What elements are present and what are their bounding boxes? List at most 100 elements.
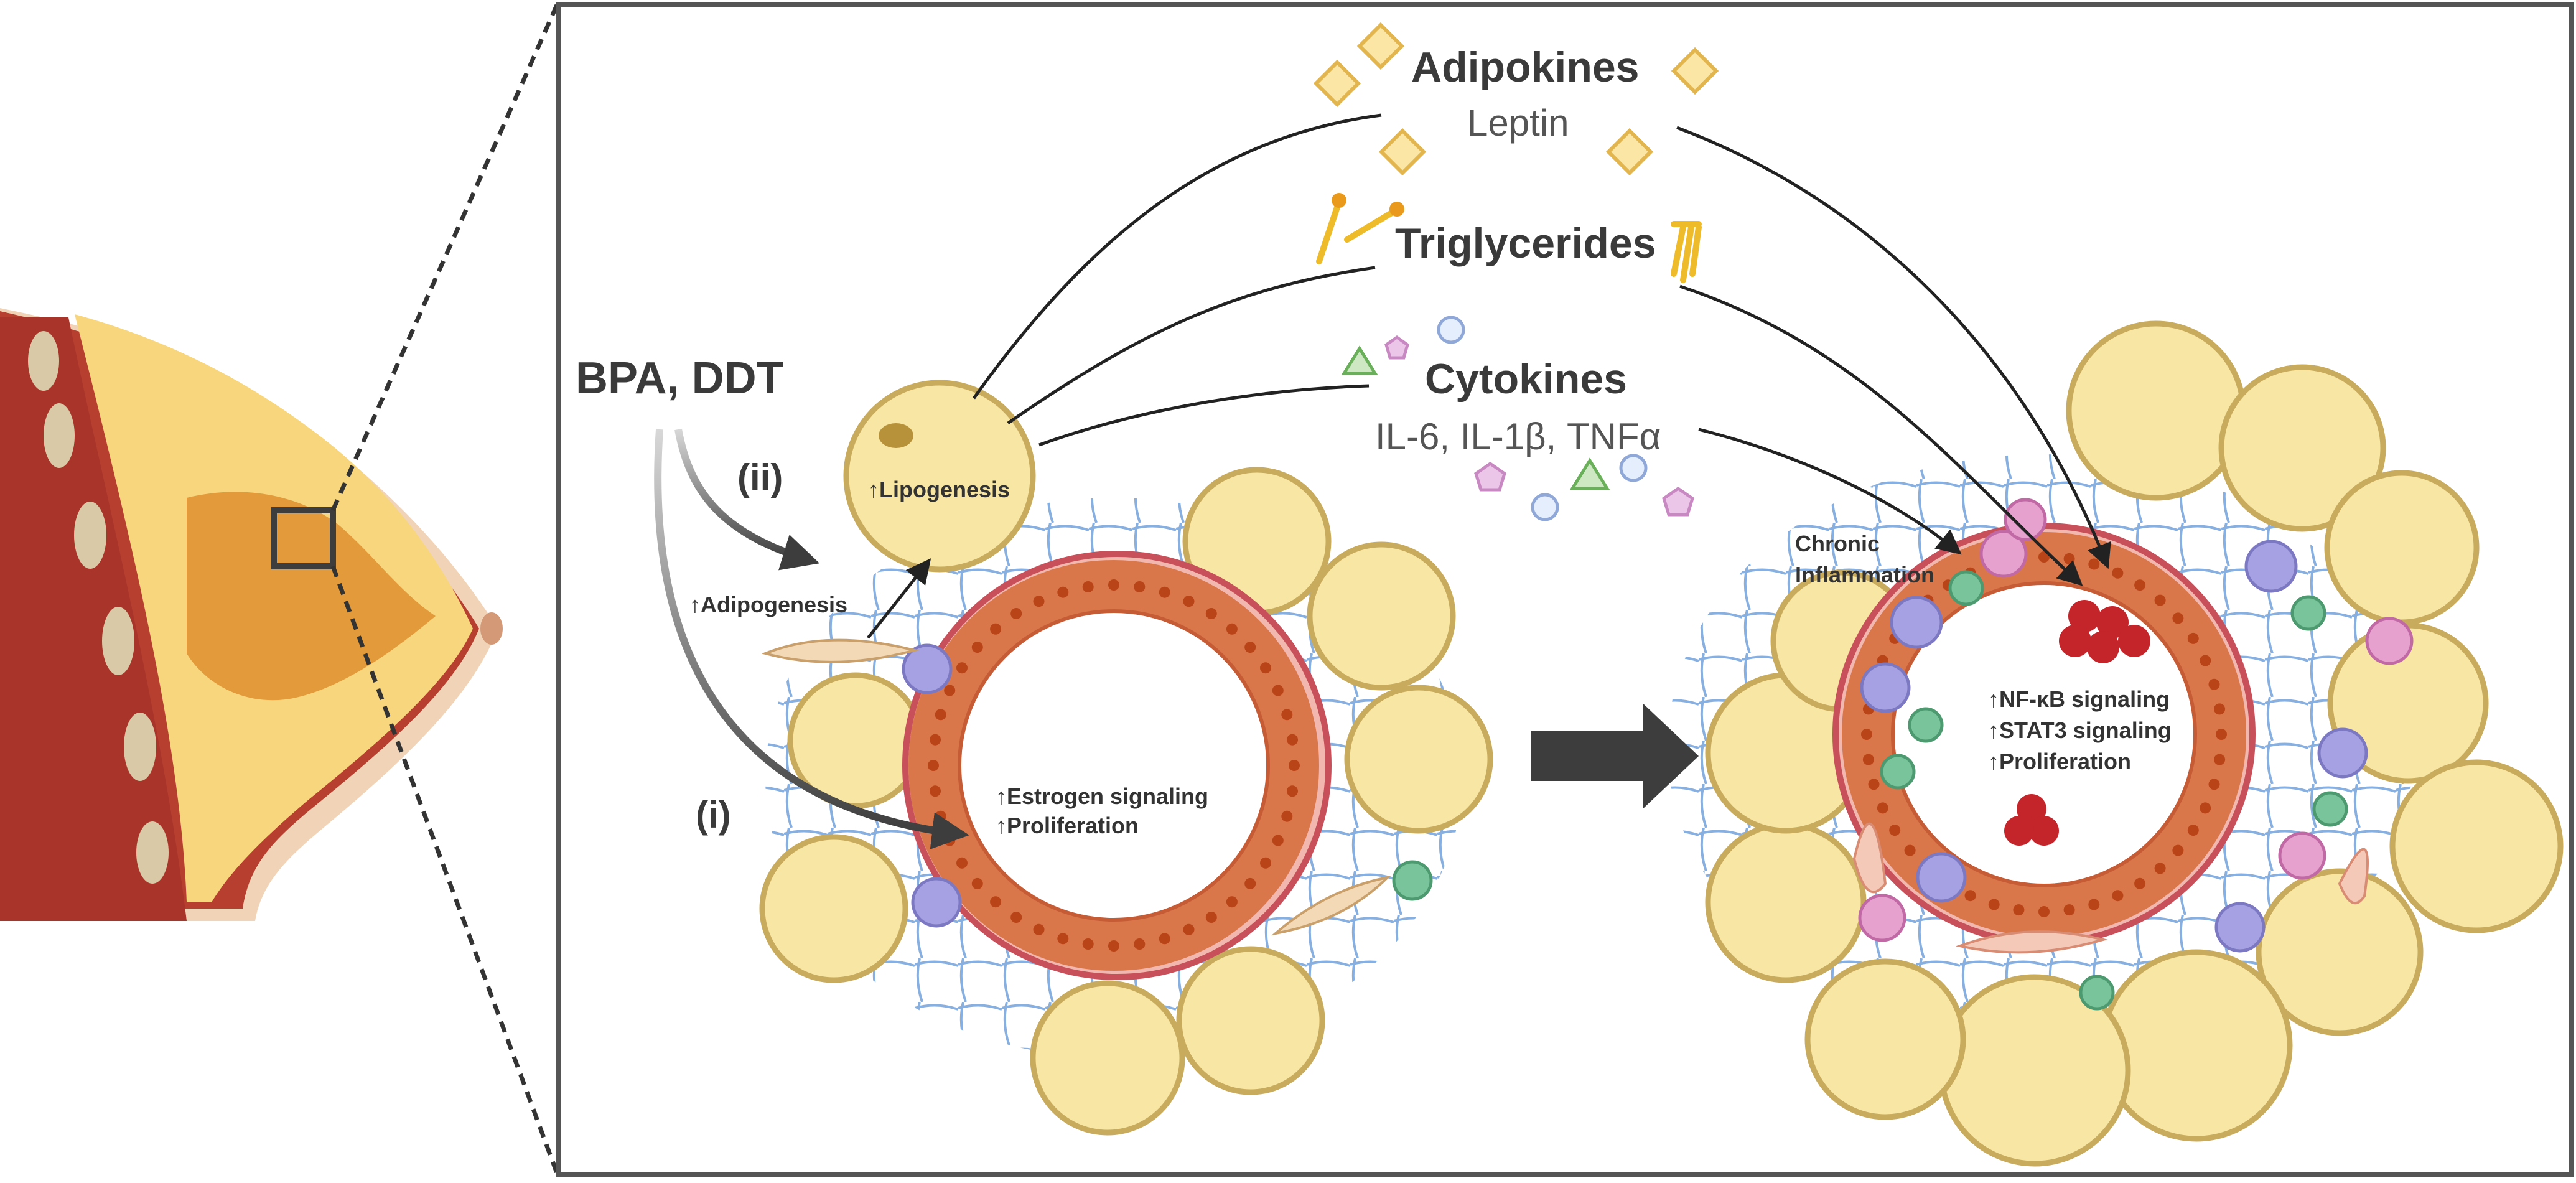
epithelial-nucleus [1057,933,1069,945]
adipocyte-cell [1030,980,1185,1136]
epithelial-nucleus [1010,608,1022,619]
epithelial-nucleus [930,734,941,746]
inflammation-label: Inflammation [1795,562,1935,587]
adipocyte-cell [1176,946,1325,1095]
epithelial-nucleus [935,709,946,721]
epithelial-nucleus [990,623,1002,635]
lipid-icon [1316,193,1702,283]
adipocyte-cell [759,834,908,983]
epithelial-nucleus [956,662,968,674]
epithelial-nucleus [1226,896,1238,908]
epithelial-nucleus [935,810,946,822]
triglycerides-label: Triglycerides [1395,220,1656,267]
epithelial-nucleus [1159,586,1170,598]
epithelial-nucleus [1159,933,1170,945]
proliferation-right-label: ↑Proliferation [1988,749,2132,774]
epithelial-nucleus [1260,662,1271,674]
cytokines-label: Cytokines [1425,355,1627,403]
adipokines-label: Adipokines [1411,44,1640,91]
epithelial-nucleus [1281,810,1293,822]
epithelial-nucleus [1287,785,1298,797]
epithelial-nucleus [1868,779,1880,790]
epithelial-nucleus [1862,754,1874,765]
epithelial-nucleus [1082,581,1094,592]
immune-cell [2079,975,2115,1011]
epithelial-nucleus [2112,567,2124,579]
epithelial-nucleus [1964,890,1976,902]
epithelial-nucleus [1183,596,1195,607]
epithelial-nucleus [1988,899,2000,910]
cytokine-shape-icon [1341,316,1694,521]
immune-cell [2004,498,2047,541]
epithelial-nucleus [1010,912,1022,923]
epithelial-nucleus [2134,579,2146,591]
immune-cell [2278,831,2326,880]
leptin-label: Leptin [1467,102,1569,144]
epithelial-nucleus [2200,802,2211,814]
epithelial-nucleus [1108,940,1119,952]
epithelial-nucleus [1205,912,1217,923]
epithelial-nucleus [1108,579,1119,591]
epithelial-nucleus [1272,685,1284,696]
immune-cell [1880,754,1916,790]
adipocyte-cell [2389,759,2564,933]
epithelial-nucleus [1134,581,1146,592]
immune-cell [902,643,953,694]
immune-cell [2214,902,2266,953]
pathway-ii-label: (ii) [737,457,783,498]
tumor-cell-cluster [2004,600,2150,846]
estrogen-signaling-label: ↑Estrogen signaling [996,783,1209,809]
adipocyte-cell [1804,958,1966,1120]
epithelial-nucleus [2208,779,2220,790]
epithelial-nucleus [2200,655,2211,666]
fibroblast-cell [1271,875,1392,936]
epithelial-nucleus [2187,825,2199,836]
immune-cell [1860,662,1911,713]
epithelial-nucleus [1904,844,1916,856]
zoom-panel-frame [556,2,2574,1177]
epithelial-nucleus [2172,844,2184,856]
inflamed-tissue-illustration [1668,320,2564,1167]
epithelial-nucleus [2208,678,2220,690]
adipocyte-cell [1307,541,1456,691]
adipocyte-cell [2100,949,2293,1142]
epithelial-nucleus [2172,612,2184,624]
bpa-ddt-label: BPA, DDT [576,353,784,403]
epithelial-nucleus [2088,899,2100,910]
fibroblast-cell [761,638,920,663]
immune-cell [1890,596,1943,649]
diamond-icon [1313,22,1719,176]
epithelial-nucleus [2112,890,2124,902]
epithelial-nucleus [1272,835,1284,846]
immune-cell [2312,791,2348,827]
immune-cell [2317,727,2368,779]
epithelial-nucleus [1033,596,1045,607]
immune-cell [1392,860,1433,901]
adipocyte-cell [1344,685,1493,834]
adipocyte-cell [2218,364,2386,532]
breast-anatomy-illustration [0,308,503,921]
epithelial-nucleus [1861,729,1872,740]
fibroblast-cell [1852,823,1887,894]
epithelial-nucleus [1889,825,1901,836]
epithelial-nucleus [928,760,939,771]
pathway-i-label: (i) [696,794,731,836]
right-arrow-icon [1531,703,1699,809]
chronic-label: Chronic [1795,531,1880,556]
immune-cell [1979,530,2028,578]
epithelial-nucleus [2154,863,2166,874]
lipogenesis-label: ↑Lipogenesis [868,477,1010,502]
epithelial-nucleus [1244,642,1256,653]
epithelial-nucleus [1033,923,1045,935]
immune-cell [911,877,962,928]
epithelial-nucleus [956,857,968,869]
epithelial-nucleus [1134,938,1146,950]
adipocyte-cell [2324,470,2480,625]
signaling-arrows [867,113,2111,639]
epithelial-nucleus [971,642,983,653]
epithelial-nucleus [2187,632,2199,644]
epithelial-nucleus [1057,586,1069,598]
epithelial-nucleus [1260,857,1271,869]
epithelial-nucleus [2038,906,2050,917]
